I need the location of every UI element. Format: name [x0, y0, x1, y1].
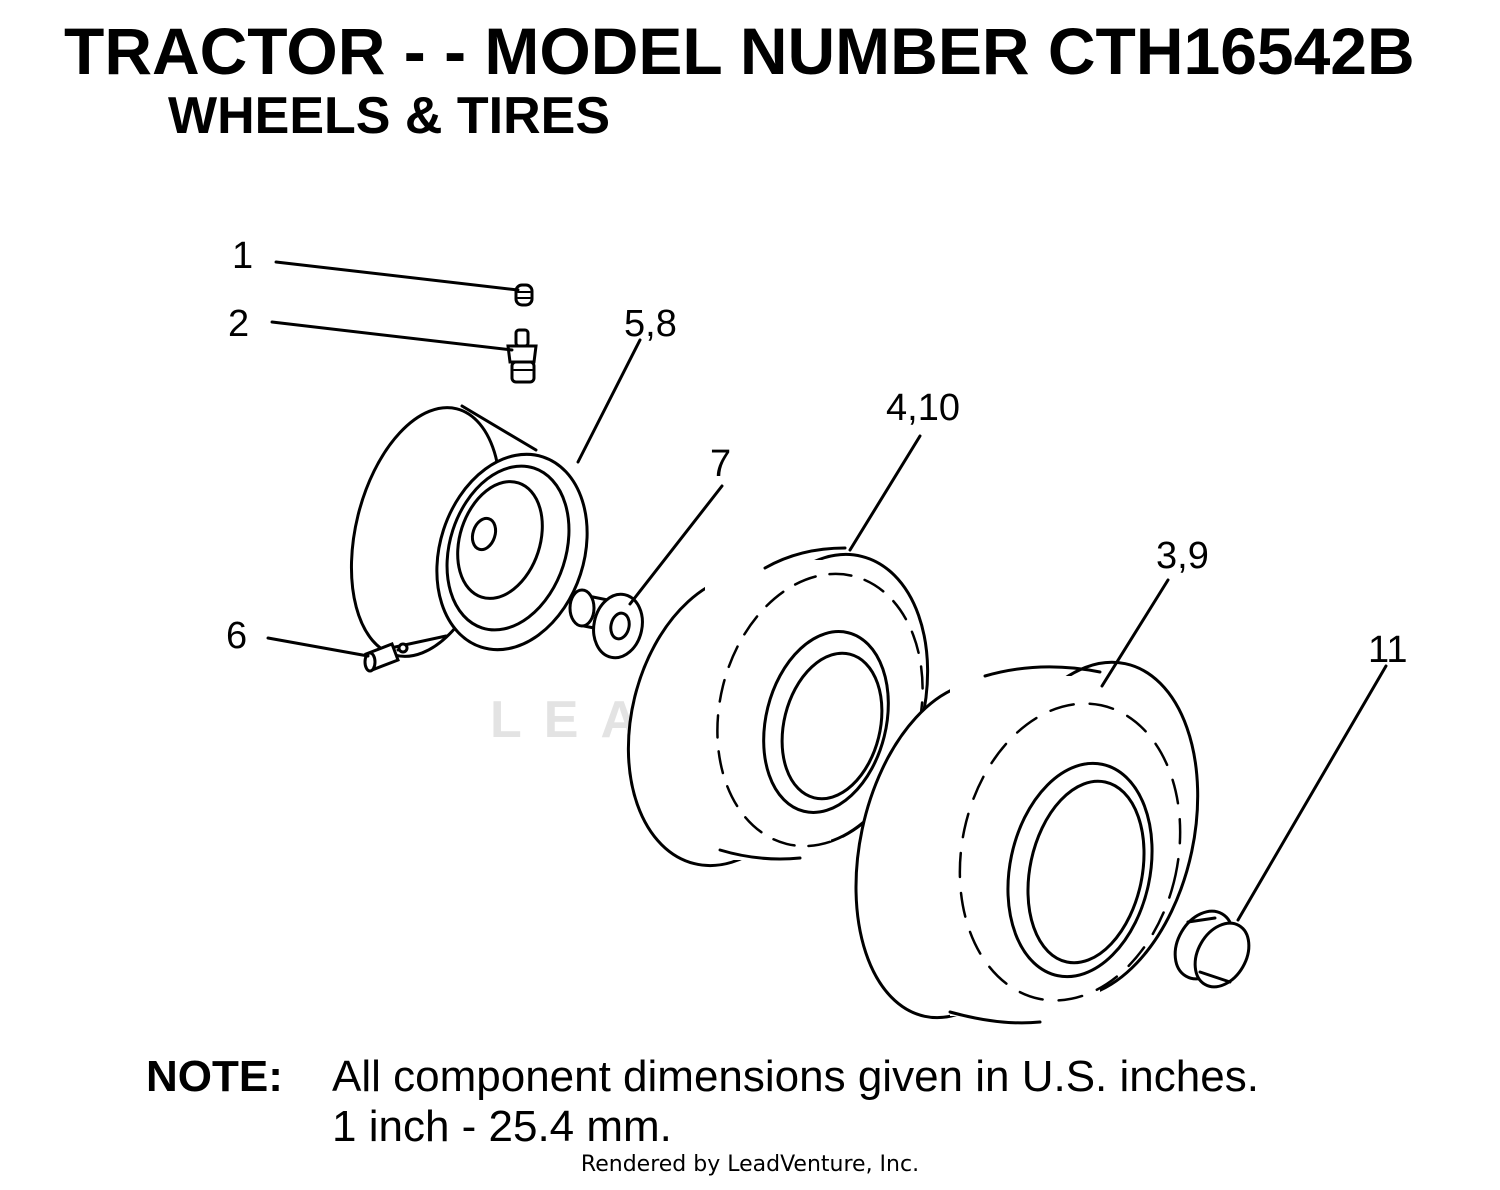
part-valve-cap — [514, 283, 534, 307]
callout-3-9: 3,9 — [1156, 535, 1209, 577]
callout-11: 11 — [1368, 629, 1407, 671]
callout-6: 6 — [226, 615, 247, 657]
note-line-1: All component dimensions given in U.S. i… — [332, 1052, 1259, 1101]
part-grease-fitting — [363, 642, 409, 673]
callout-2: 2 — [228, 303, 249, 345]
callout-1: 1 — [232, 235, 253, 277]
callout-4-10: 4,10 — [886, 387, 960, 429]
part-tire-rear — [854, 660, 1200, 1025]
part-tire-front — [626, 546, 930, 868]
part-bushing — [568, 588, 644, 660]
note-block: NOTE: All component dimensions given in U… — [146, 1052, 1259, 1151]
leader-lines — [266, 260, 1388, 922]
footer-credit: Rendered by LeadVenture, Inc. — [580, 1152, 920, 1177]
note-line-2: 1 inch - 25.4 mm. — [332, 1102, 672, 1151]
callout-5-8: 5,8 — [624, 303, 677, 345]
part-valve-stem — [506, 328, 538, 384]
page-title: TRACTOR - - MODEL NUMBER CTH16542B — [64, 14, 1415, 88]
part-rim — [349, 404, 589, 658]
note-label: NOTE: — [146, 1052, 283, 1101]
part-spacer — [1173, 909, 1251, 989]
page-subtitle: WHEELS & TIRES — [168, 87, 611, 145]
callout-7: 7 — [710, 443, 731, 485]
